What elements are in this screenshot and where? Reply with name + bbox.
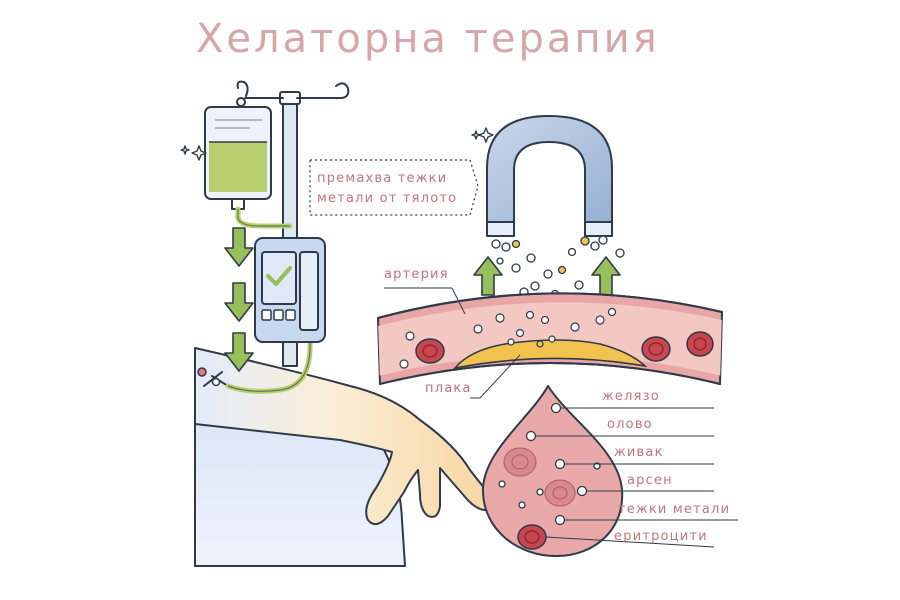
plaque-label: плака (425, 381, 472, 396)
red-blood-cell-icon (415, 331, 714, 364)
down-arrow-icon (224, 227, 254, 372)
artery-label: артерия (384, 267, 449, 282)
removes-metals-line1: премахва тежки (317, 171, 447, 186)
infusion-pump-icon (254, 237, 326, 343)
removes-metals-line2: метали от тялото (317, 191, 457, 206)
drop-label-iron: желязо (602, 389, 660, 404)
metal-particles (491, 235, 625, 299)
red-blood-cell-icon (517, 524, 547, 550)
drop-labels: желязо олово живак арсен тежки метали ер… (602, 389, 730, 544)
plaque-deposit (452, 339, 648, 370)
sparkle-icon (180, 145, 207, 161)
artery-cross-section (377, 287, 723, 399)
magnet-icon (471, 115, 613, 237)
sparkle-icon (471, 127, 494, 143)
iv-bag-icon (204, 106, 272, 210)
drop-label-mercury: живак (614, 445, 664, 460)
removes-metals-callout: премахва тежки метали от тялото (309, 159, 479, 216)
drop-label-lead: олово (607, 417, 653, 432)
blood-drop (481, 385, 738, 557)
iv-catheter-icon (197, 367, 229, 387)
drop-label-heavy-metals: тежки метали (618, 502, 730, 517)
checkmark-icon (266, 266, 292, 286)
iv-setup-group (180, 80, 350, 394)
up-arrow-icon (473, 256, 621, 296)
drop-label-arsenic: арсен (627, 473, 673, 488)
diagram-title: Хелаторна терапия (196, 16, 660, 62)
drop-label-erythrocytes: еритроцити (614, 529, 708, 544)
